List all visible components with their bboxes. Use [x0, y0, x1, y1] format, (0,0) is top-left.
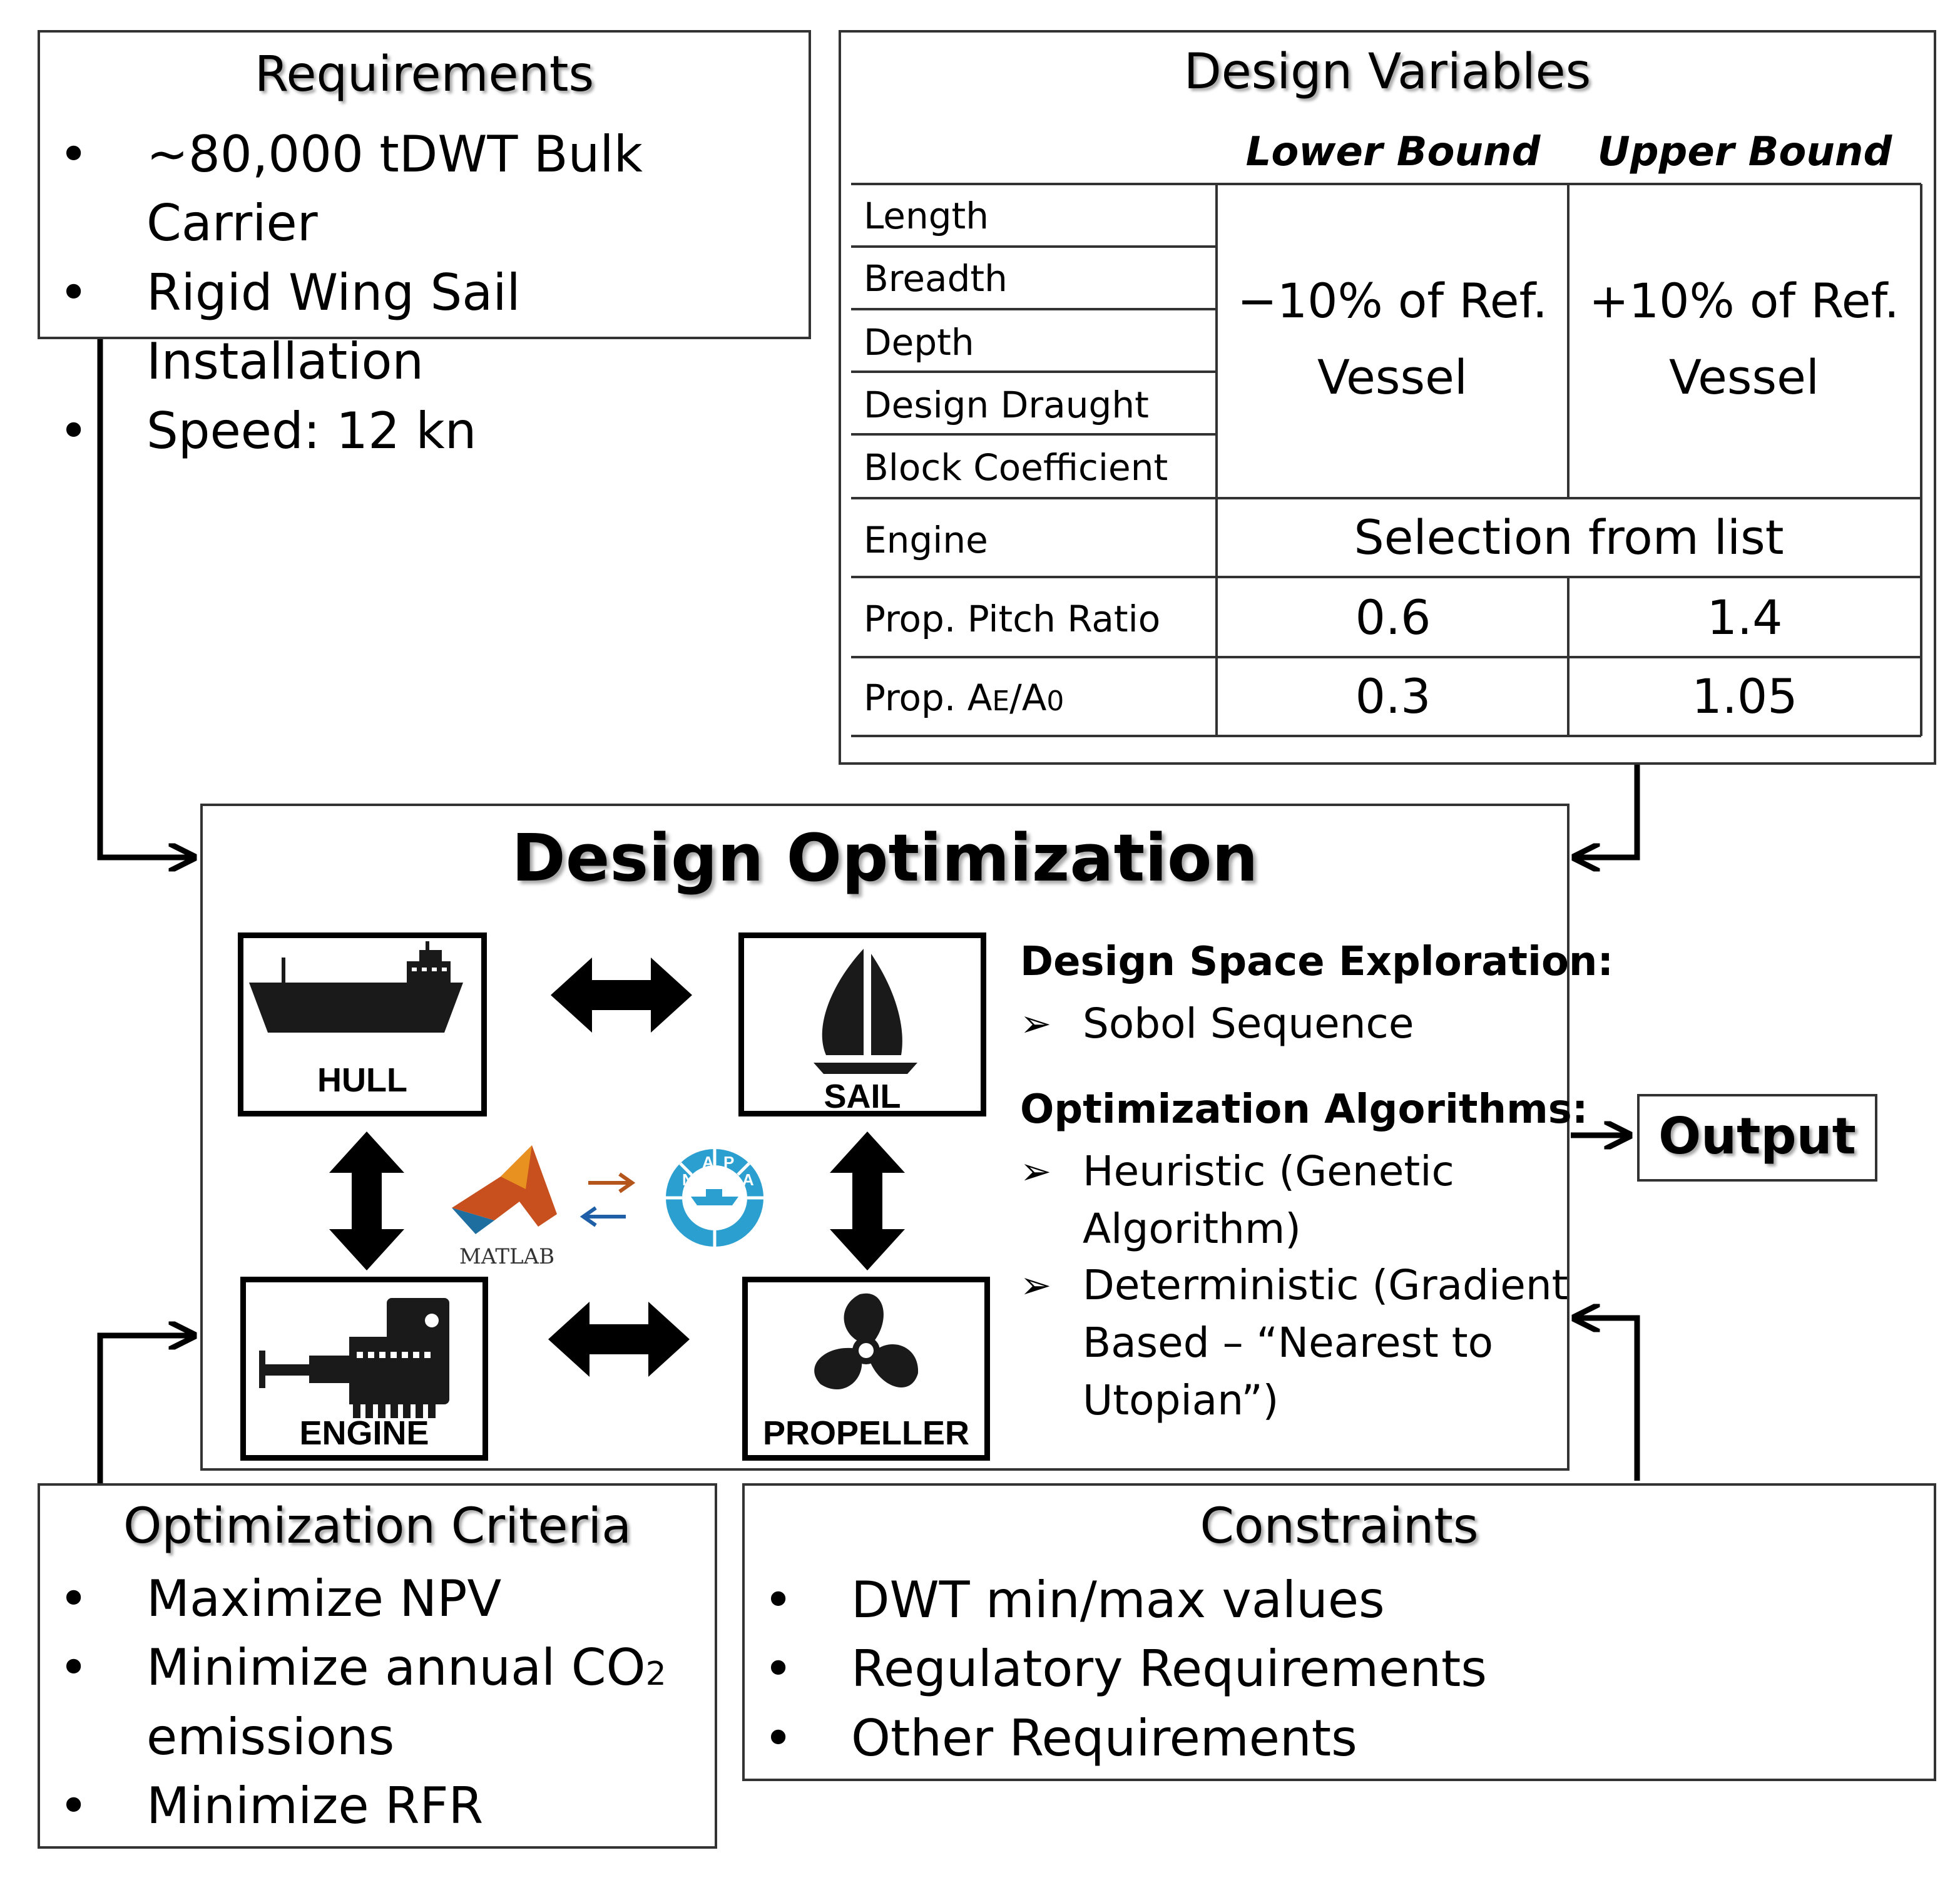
- exchange-left-arrow-icon: [579, 1206, 626, 1227]
- criteria-title: Optimization Criteria: [123, 1498, 632, 1555]
- algorithm-item: ➢ Heuristic (Genetic Algorithm): [1020, 1143, 1608, 1258]
- design-variables-title: Design Variables: [1183, 44, 1591, 100]
- propeller-module: PROPELLER: [742, 1277, 990, 1461]
- pitch-upper-bound: 1.4: [1707, 590, 1783, 645]
- criteria-list: Maximize NPV Minimize annual CO2 emissio…: [59, 1565, 697, 1841]
- constraint-item: Regulatory Requirements: [763, 1635, 1487, 1704]
- requirement-item: ~80,000 tDWT Bulk Carrier: [59, 120, 809, 258]
- exchange-right-arrow-icon: [588, 1172, 636, 1193]
- dimensions-lower-bound: −10% of Ref. Vessel: [1237, 273, 1548, 405]
- sail-module: SAIL: [738, 932, 986, 1116]
- engine-propeller-double-arrow-icon: [548, 1302, 690, 1377]
- napa-letter: A: [742, 1170, 754, 1189]
- propeller-icon: [814, 1293, 918, 1390]
- variable-draught-label: Design Draught: [864, 384, 1149, 426]
- ship-icon: [249, 941, 463, 1033]
- sailboat-icon: [814, 949, 917, 1074]
- matlab-logo-icon: [452, 1145, 557, 1234]
- napa-letter: A: [702, 1153, 714, 1172]
- arrowhead-bullet-icon: ➢: [1020, 1150, 1052, 1193]
- matlab-label: MATLAB: [459, 1244, 555, 1269]
- hull-label: HULL: [317, 1061, 407, 1099]
- engine-icon: [259, 1298, 449, 1418]
- napa-letter: P: [723, 1153, 735, 1172]
- requirement-item: Speed: 12 kn: [59, 397, 809, 466]
- constraints-list: DWT min/max values Regulatory Requiremen…: [763, 1566, 1487, 1774]
- dimensions-upper-bound: +10% of Ref. Vessel: [1589, 273, 1899, 405]
- pitch-lower-bound: 0.6: [1355, 590, 1431, 645]
- sail-propeller-double-arrow-icon: [830, 1132, 905, 1270]
- requirements-box: Requirements ~80,000 tDWT Bulk Carrier R…: [38, 30, 811, 466]
- criteria-item: Minimize annual CO2 emissions: [59, 1633, 697, 1772]
- area-lower-bound: 0.3: [1355, 668, 1431, 724]
- criteria-to-optimization-arrow: [97, 1336, 194, 1484]
- hull-engine-double-arrow-icon: [329, 1132, 404, 1270]
- constraint-item: Other Requirements: [763, 1704, 1487, 1774]
- optimization-criteria-box: Optimization Criteria Maximize NPV Minim…: [38, 1483, 717, 1849]
- requirements-to-optimization-arrow: [97, 338, 194, 857]
- napa-logo-icon: [666, 1149, 763, 1247]
- sail-label: SAIL: [824, 1078, 901, 1115]
- napa-letter: N: [682, 1170, 694, 1189]
- variable-pitch-ratio-label: Prop. Pitch Ratio: [864, 598, 1161, 640]
- hull-sail-double-arrow-icon: [551, 958, 692, 1033]
- variable-engine-label: Engine: [864, 519, 988, 561]
- napa-letters: N A P A: [667, 1149, 767, 1249]
- design-variables-box: [839, 30, 1936, 765]
- requirements-list: ~80,000 tDWT Bulk Carrier Rigid Wing Sai…: [59, 120, 809, 466]
- algorithms-heading: Optimization Algorithms:: [1020, 1086, 1588, 1133]
- variable-block-coefficient-label: Block Coefficient: [864, 446, 1168, 489]
- design-optimization-title: Design Optimization: [511, 820, 1258, 896]
- constraints-to-optimization-arrow: [1575, 1318, 1640, 1481]
- requirement-item: Rigid Wing Sail Installation: [59, 258, 809, 397]
- variable-area-ratio-label: Prop. AE/A0: [864, 677, 1064, 719]
- constraint-item: DWT min/max values: [763, 1566, 1487, 1635]
- engine-module: ENGINE: [240, 1277, 488, 1461]
- variables-to-optimization-arrow: [1575, 765, 1640, 857]
- engine-selection-value: Selection from list: [1354, 509, 1784, 565]
- area-upper-bound: 1.05: [1692, 668, 1798, 724]
- lower-bound-header: Lower Bound: [1245, 129, 1541, 175]
- exploration-item: ➢ Sobol Sequence: [1020, 995, 1608, 1053]
- propeller-label: PROPELLER: [762, 1414, 970, 1452]
- engine-label: ENGINE: [299, 1414, 429, 1452]
- arrowhead-bullet-icon: ➢: [1020, 1264, 1052, 1307]
- upper-bound-header: Upper Bound: [1597, 129, 1892, 175]
- algorithm-item: ➢ Deterministic (Gradient Based – “Neare…: [1020, 1257, 1608, 1429]
- output-box: Output: [1637, 1094, 1877, 1182]
- requirements-title: Requirements: [254, 46, 595, 103]
- variable-length-label: Length: [864, 195, 989, 237]
- variable-breadth-label: Breadth: [864, 257, 1008, 300]
- criteria-item: Maximize NPV: [59, 1565, 697, 1634]
- hull-module: HULL: [238, 932, 487, 1116]
- variable-depth-label: Depth: [864, 321, 974, 364]
- criteria-item: Minimize RFR: [59, 1772, 697, 1841]
- constraints-title: Constraints: [1200, 1498, 1479, 1555]
- exploration-heading: Design Space Exploration:: [1020, 939, 1614, 985]
- arrowhead-bullet-icon: ➢: [1020, 1002, 1052, 1046]
- constraints-box: Constraints DWT min/max values Regulator…: [742, 1483, 1936, 1781]
